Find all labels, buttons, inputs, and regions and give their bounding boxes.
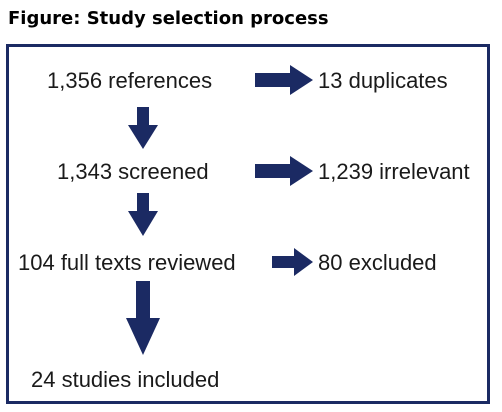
arrow-fulltexts-to-included bbox=[126, 281, 160, 355]
node-included: 24 studies included bbox=[31, 367, 220, 392]
arrow-fulltexts-to-excluded bbox=[272, 248, 313, 276]
node-full-texts: 104 full texts reviewed bbox=[18, 250, 236, 275]
node-references: 1,356 references bbox=[47, 68, 213, 93]
node-duplicates: 13 duplicates bbox=[318, 68, 448, 93]
arrow-references-to-screened bbox=[128, 107, 158, 149]
node-irrelevant: 1,239 irrelevant bbox=[318, 159, 470, 184]
arrow-screened-to-irrelevant bbox=[255, 156, 313, 186]
figure-title: Figure: Study selection process bbox=[8, 8, 329, 29]
node-excluded: 80 excluded bbox=[318, 250, 437, 275]
flowchart-frame bbox=[6, 44, 490, 404]
arrow-screened-to-fulltexts bbox=[128, 193, 158, 236]
node-screened: 1,343 screened bbox=[57, 159, 209, 184]
arrow-references-to-duplicates bbox=[255, 65, 313, 95]
